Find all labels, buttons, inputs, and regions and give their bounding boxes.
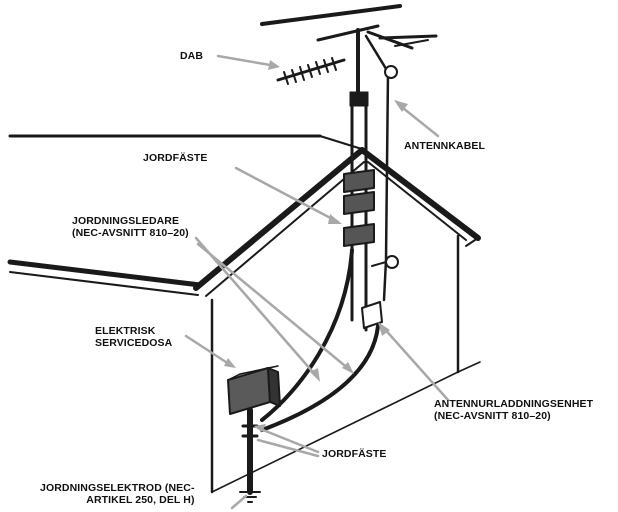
arrowhead-dab <box>268 60 280 70</box>
gable-right <box>359 147 481 241</box>
arrowhead-antennkabel <box>394 100 408 112</box>
service-box-front <box>227 367 271 415</box>
arrow-jordningselektrod <box>230 494 248 510</box>
label-antennurladdning-line2: (NEC-AVSNITT 810–20) <box>434 410 551 422</box>
arrowhead-elektrisk <box>224 358 236 368</box>
label-antennurladdning-line1: ANTENNURLADDNINGSENHET <box>434 398 594 410</box>
arrow-jordfaste-bottom-a <box>256 426 320 454</box>
label-jordfaste-bottom-text: JORDFÄSTE <box>322 448 387 460</box>
roof-left-slope <box>319 135 366 151</box>
antenna-element-3 <box>378 34 438 40</box>
antenna-assembly <box>227 4 438 503</box>
roof-left-front-edge <box>7 259 203 288</box>
discharge-unit <box>361 301 383 329</box>
label-elektrisk-line1: ELEKTRISK <box>95 325 156 337</box>
antenna-cable <box>364 34 390 302</box>
label-jordningsledare-line2: (NEC-AVSNITT 810–20) <box>72 227 189 239</box>
antenna-element-1 <box>316 24 380 42</box>
label-jordfaste-top-text: JORDFÄSTE <box>143 152 208 164</box>
arrow-jordfaste-bottom-b <box>256 438 320 458</box>
label-jordfaste-top: JORDFÄSTE <box>143 152 208 164</box>
arrowhead-jordfaste-bottom <box>254 424 266 432</box>
ground-conductor-2 <box>260 324 380 432</box>
clamp-2 <box>343 191 375 215</box>
label-antennkabel: ANTENNKABEL <box>404 140 485 152</box>
antenna-boom <box>260 4 402 26</box>
arrow-elektrisk <box>184 334 234 368</box>
arrowhead-antennurladdning <box>378 322 390 336</box>
antenna-element-4 <box>394 39 429 47</box>
antenna-element-2 <box>366 30 414 50</box>
label-jordningsledare: JORDNINGSLEDARE (NEC-AVSNITT 810–20) <box>72 215 189 239</box>
label-jordningselektrod-line1: JORDNINGSELEKTROD (NEC- <box>40 482 195 494</box>
label-dab-text: DAB <box>180 50 204 62</box>
arrow-jordningsledare-a <box>194 236 320 380</box>
roof-left-front-edge-inner <box>9 271 199 296</box>
label-dab: DAB <box>180 50 203 62</box>
label-antennkabel-text: ANTENNKABEL <box>404 140 486 152</box>
label-jordfaste-bottom: JORDFÄSTE <box>322 448 387 460</box>
cable-standoff-bottom <box>385 255 399 269</box>
label-antennurladdningsenhet: ANTENNURLADDNINGSENHET (NEC-AVSNITT 810–… <box>434 398 593 422</box>
arrowhead-jordfaste-top <box>328 214 342 224</box>
arrow-jordfaste-top <box>234 166 340 224</box>
standoff-arm-bottom <box>371 261 387 267</box>
gable-right-inner <box>367 161 467 241</box>
gable-right-tip <box>465 237 479 247</box>
ground-conductor-1 <box>260 248 354 422</box>
arrowhead-jordningsledare-a <box>310 368 320 382</box>
callout-arrows <box>184 54 450 510</box>
label-elektrisk-servicedosa: ELEKTRISK SERVICEDOSA <box>95 325 172 349</box>
arrow-heads <box>224 60 408 432</box>
service-box-side <box>267 367 281 407</box>
arrow-jordningsledare-b <box>196 242 352 372</box>
label-jordningselektrod-line2: ARTIKEL 250, DEL H) <box>86 494 195 506</box>
mast-collar <box>349 91 369 107</box>
arrowhead-jordningsledare-b <box>342 362 354 374</box>
cable-standoff-top <box>384 65 398 79</box>
arrow-antennkabel <box>396 102 440 138</box>
arrow-dab <box>216 54 278 68</box>
clamp-1 <box>343 169 375 193</box>
dab-elements <box>283 57 337 85</box>
wall-base-right <box>457 361 481 373</box>
service-box-top <box>227 365 279 381</box>
arrow-antennurladdning <box>380 324 450 402</box>
label-jordningsledare-line1: JORDNINGSLEDARE <box>72 215 180 227</box>
clamp-3 <box>343 223 375 247</box>
label-jordningselektrod: JORDNINGSELEKTROD (NEC- ARTIKEL 250, DEL… <box>40 482 195 506</box>
label-elektrisk-line2: SERVICEDOSA <box>95 337 173 349</box>
house-structure <box>7 134 481 494</box>
